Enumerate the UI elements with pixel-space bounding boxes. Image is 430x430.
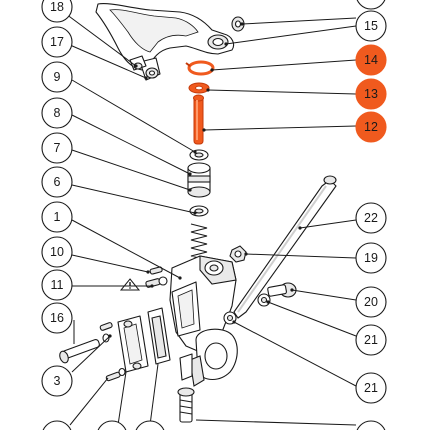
washer-13 (188, 82, 210, 94)
cover-screw-2 (99, 322, 113, 331)
callout-partial-bottom-2 (97, 420, 127, 430)
snap-ring-14 (185, 60, 215, 76)
callout-21-upper-label: 21 (364, 333, 378, 347)
brake-hose (233, 175, 337, 319)
callout-7[interactable]: 7 (41, 132, 73, 164)
callout-1-label: 1 (54, 210, 61, 224)
warning-triangle-icon (119, 278, 141, 291)
callout-partial-bottom-right (356, 420, 386, 430)
callout-19-label: 19 (364, 251, 378, 265)
bleed-screw (145, 276, 168, 288)
brake-lever (95, 3, 235, 81)
callout-6-label: 6 (54, 175, 61, 189)
primary-seal (189, 149, 209, 161)
callout-partial-bottom-3 (135, 420, 165, 430)
callout-7-label: 7 (54, 141, 61, 155)
bleed-screw-upper (149, 266, 163, 275)
callout-20[interactable]: 20 (355, 286, 387, 318)
callout-17[interactable]: 17 (41, 26, 73, 58)
cover-screw-1 (105, 367, 126, 382)
compression-nut (229, 245, 247, 263)
banjo-bolt (267, 282, 297, 298)
reservoir-diaphragm (147, 307, 171, 365)
callout-21-upper[interactable]: 21 (355, 324, 387, 356)
callout-15[interactable]: 15 (355, 10, 387, 42)
callout-partial-bottom-1 (42, 420, 72, 430)
callout-8-label: 8 (54, 106, 61, 120)
callout-18[interactable]: 18 (41, 0, 73, 23)
callout-1[interactable]: 1 (41, 201, 73, 233)
callout-14-label: 14 (364, 53, 378, 67)
callout-15-label: 15 (364, 19, 378, 33)
pivot-pin (59, 333, 110, 364)
callout-9-label: 9 (54, 70, 61, 84)
callout-14[interactable]: 14 (355, 44, 387, 76)
callout-13[interactable]: 13 (355, 78, 387, 110)
callout-3-label: 3 (54, 374, 61, 388)
callout-11[interactable]: 11 (41, 269, 73, 301)
callout-9[interactable]: 9 (41, 61, 73, 93)
piston (187, 162, 211, 198)
callout-16-label: 16 (50, 311, 64, 325)
leader-lines (65, 13, 357, 426)
callout-22-label: 22 (364, 211, 378, 225)
callout-18-label: 18 (50, 0, 64, 14)
lever-pivot-nut (231, 16, 245, 32)
callout-17-label: 17 (50, 35, 64, 49)
callout-20-label: 20 (364, 295, 378, 309)
secondary-seal (189, 205, 209, 217)
master-cylinder-body (169, 255, 238, 387)
callout-21-lower[interactable]: 21 (355, 372, 387, 404)
callout-12-label: 12 (364, 120, 378, 134)
pushrod-12 (193, 94, 204, 145)
callout-10-label: 10 (50, 245, 64, 259)
return-spring (190, 223, 208, 261)
callout-12[interactable]: 12 (355, 111, 387, 143)
callout-22[interactable]: 22 (355, 202, 387, 234)
olive-lower (223, 311, 237, 325)
callout-11-label: 11 (51, 278, 64, 292)
clamp-bolt (177, 387, 195, 423)
callout-8[interactable]: 8 (41, 97, 73, 129)
olive-upper (257, 293, 271, 307)
callout-partial-top-right (356, 0, 386, 10)
callout-16[interactable]: 16 (41, 302, 73, 334)
callout-13-label: 13 (364, 87, 378, 101)
callout-21-lower-label: 21 (364, 381, 378, 395)
reservoir-cover (117, 315, 149, 373)
callout-3[interactable]: 3 (41, 365, 73, 397)
callout-6[interactable]: 6 (41, 166, 73, 198)
callout-10[interactable]: 10 (41, 236, 73, 268)
callout-19[interactable]: 19 (355, 242, 387, 274)
